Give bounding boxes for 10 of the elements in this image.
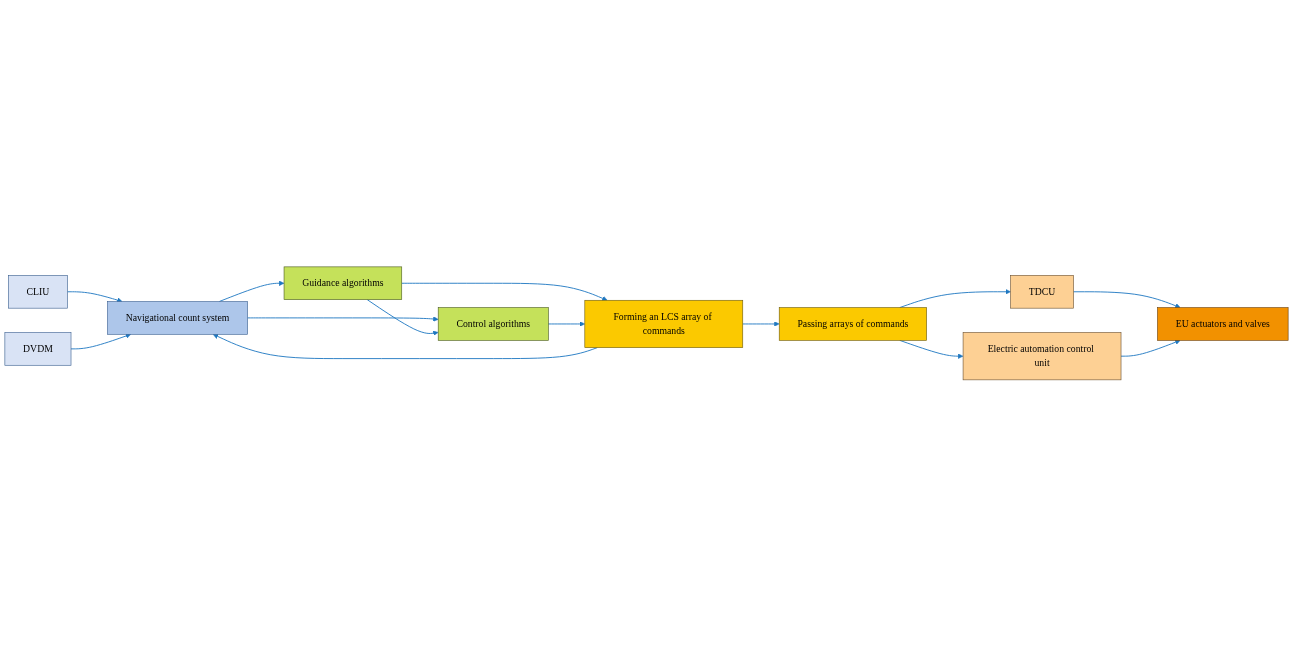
node-box: Passing arrays of commands bbox=[778, 306, 927, 341]
node-box: CLIU bbox=[8, 274, 68, 309]
node-box: Navigational count system bbox=[107, 300, 248, 335]
node-box: Forming an LCS array of commands bbox=[584, 299, 744, 348]
node-box: Electric automation control unit bbox=[962, 331, 1122, 380]
node-box: Control algorithms bbox=[437, 306, 549, 341]
node-box: DVDM bbox=[4, 331, 72, 366]
node-box: Guidance algorithms bbox=[283, 266, 403, 300]
node-box: EU actuators and valves bbox=[1157, 306, 1289, 341]
node-box: TDCU bbox=[1010, 274, 1074, 309]
